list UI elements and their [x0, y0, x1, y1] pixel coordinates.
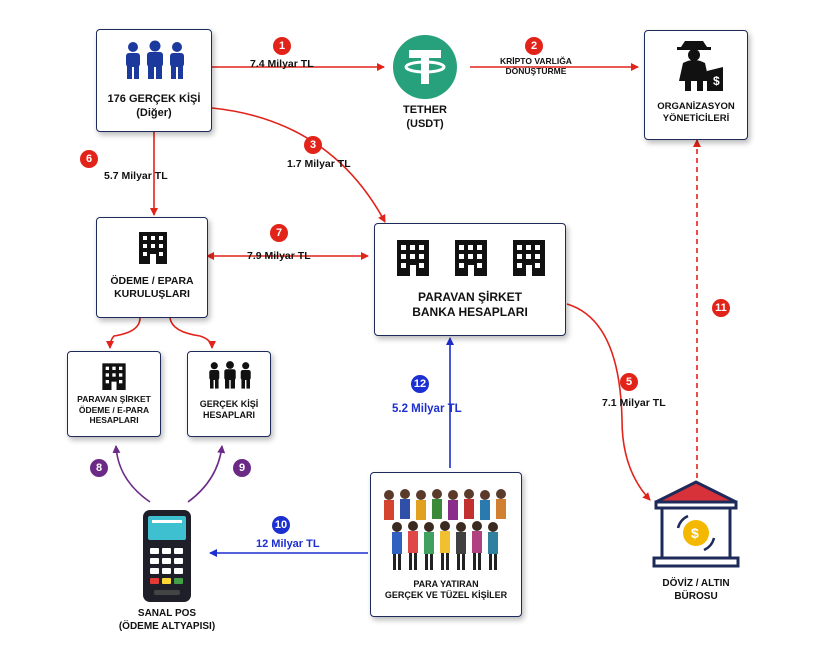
flow-amount-5: 7.1 Milyar TL	[602, 397, 666, 409]
organizers-subtitle: YÖNETİCİLERİ	[662, 112, 730, 124]
svg-text:$: $	[713, 74, 720, 88]
shell-bank-title: PARAVAN ŞİRKET	[417, 290, 522, 304]
building-icon	[102, 363, 126, 390]
flow-badge-12: 12	[411, 375, 429, 393]
investors-subtitle: GERÇEK VE TÜZEL KİŞİLER	[384, 590, 508, 601]
flow-amount-2: KRİPTO VARLIĞA DÖNÜŞTÜRME	[500, 56, 572, 76]
real-person-accounts-subtitle: HESAPLARI	[202, 410, 255, 421]
flow-badge-11: 11	[712, 299, 730, 317]
tether-logo-icon	[393, 35, 457, 99]
node-organizers: $ ORGANİZASYON YÖNETİCİLERİ	[644, 30, 748, 140]
flow-amount-1: 7.4 Milyar TL	[250, 58, 314, 70]
node-investors: PARA YATIRAN GERÇEK VE TÜZEL KİŞİLER	[370, 472, 522, 617]
arrow-flow-9	[187, 445, 226, 503]
payment-institutions-title: ÖDEME / EPARA	[110, 275, 194, 287]
flow-badge-5: 5	[620, 373, 638, 391]
flow-amount-7: 7.9 Milyar TL	[247, 250, 311, 262]
arrow-split-left	[106, 317, 141, 349]
node-shell-epara-accounts: PARAVAN ŞİRKET ÖDEME / E-PARA HESAPLARI	[67, 351, 161, 437]
building-icon	[513, 240, 545, 276]
shell-epara-line3: HESAPLARI	[89, 415, 139, 426]
tether-title: TETHER	[403, 104, 447, 116]
arrow-flow-5	[566, 303, 651, 501]
flow-amount-6: 5.7 Milyar TL	[104, 170, 168, 182]
shell-bank-subtitle: BANKA HESAPLARI	[412, 305, 528, 319]
flow-amount-2-line2: DÖNÜŞTÜRME	[505, 66, 567, 77]
organizers-title: ORGANİZASYON	[657, 101, 735, 112]
shell-epara-line1: PARAVAN ŞİRKET	[77, 394, 151, 404]
node-176-real-persons: 176 GERÇEK KİŞİ (Diğer)	[96, 29, 212, 132]
flow-badge-1: 1	[273, 37, 291, 55]
virtual-pos-label: SANAL POS (ÖDEME ALTYAPISI)	[92, 608, 242, 633]
flow-amount-10: 12 Milyar TL	[256, 538, 320, 550]
flow-badge-9: 9	[233, 459, 251, 477]
exchange-office-title: DÖVİZ / ALTIN	[662, 578, 730, 589]
flow-badge-2: 2	[525, 37, 543, 55]
arrow-flow-8	[112, 445, 151, 503]
bank-dollar-icon: $	[652, 480, 740, 568]
investors-title: PARA YATIRAN	[413, 579, 479, 589]
flow-badge-8: 8	[90, 459, 108, 477]
building-icon	[455, 240, 487, 276]
flow-amount-12: 5.2 Milyar TL	[392, 403, 462, 415]
flow-badge-10: 10	[272, 516, 290, 534]
hacker-money-icon: $	[677, 41, 723, 91]
people-group-icon	[209, 361, 251, 389]
svg-text:$: $	[691, 525, 699, 541]
shell-epara-line2: ÖDEME / E-PARA	[78, 404, 150, 415]
arrow-split-right	[169, 317, 216, 349]
exchange-office-subtitle: BÜROSU	[674, 590, 718, 602]
flow-badge-3: 3	[304, 136, 322, 154]
tether-subtitle: (USDT)	[406, 117, 444, 130]
virtual-pos-subtitle: (ÖDEME ALTYAPISI)	[118, 620, 216, 632]
node-subtitle: (Diğer)	[136, 106, 172, 119]
node-title: 176 GERÇEK KİŞİ	[107, 93, 201, 105]
tether-label: TETHER (USDT)	[380, 104, 470, 132]
payment-institutions-subtitle: KURULUŞLARI	[114, 288, 190, 301]
flow-badge-7: 7	[270, 224, 288, 242]
node-shell-company-bank: PARAVAN ŞİRKET BANKA HESAPLARI	[374, 223, 566, 336]
virtual-pos-title: SANAL POS	[137, 608, 197, 619]
building-icon	[397, 240, 429, 276]
pos-terminal-icon	[143, 510, 191, 602]
flow-badge-6: 6	[80, 150, 98, 168]
exchange-office-label: DÖVİZ / ALTIN BÜROSU	[636, 578, 756, 603]
node-payment-institutions: ÖDEME / EPARA KURULUŞLARI	[96, 217, 208, 318]
people-group-icon	[126, 40, 184, 79]
flow-amount-2-line1: KRİPTO VARLIĞA	[500, 56, 572, 66]
flow-amount-3: 1.7 Milyar TL	[287, 158, 351, 170]
crowd-icon	[384, 489, 506, 570]
building-icon	[139, 232, 167, 264]
node-real-person-accounts: GERÇEK KİŞİ HESAPLARI	[187, 351, 271, 437]
real-person-accounts-title: GERÇEK KİŞİ	[199, 399, 259, 409]
